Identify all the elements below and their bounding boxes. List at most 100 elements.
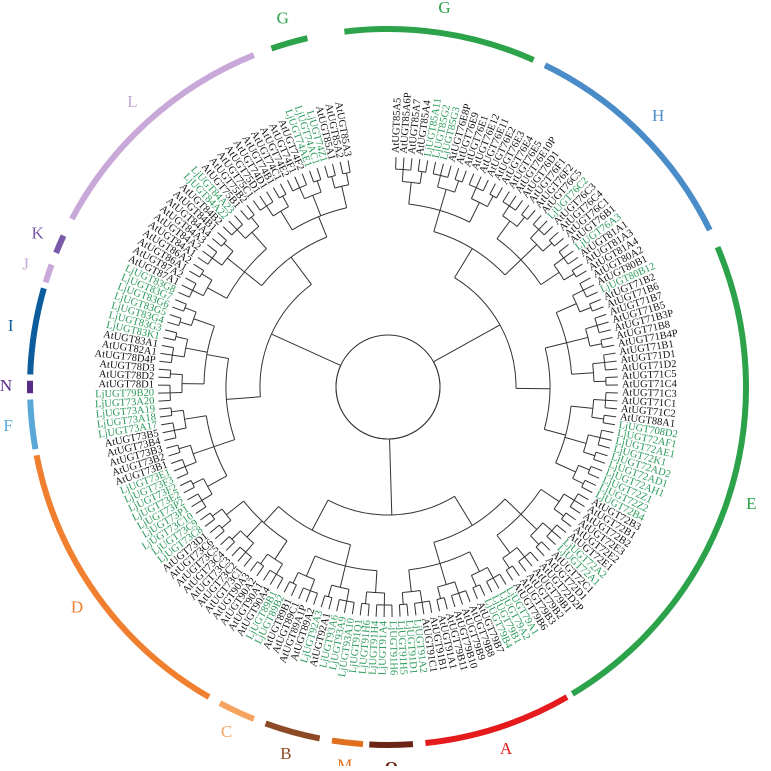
branch-arc-267	[258, 562, 264, 566]
branch-segment-106	[605, 361, 617, 362]
branch-segment-146	[390, 439, 392, 515]
branch-segment-84	[583, 285, 594, 290]
branch-segment-312	[177, 474, 188, 479]
branch-arc-0	[336, 362, 440, 439]
branch-segment-159	[554, 509, 564, 516]
branch-segment-389	[218, 232, 227, 240]
branch-segment-230	[376, 605, 377, 617]
branch-segment-180	[519, 562, 526, 572]
branch-segment-127	[588, 435, 600, 438]
branch-segment-22	[433, 162, 435, 174]
branch-arc-260	[268, 554, 283, 564]
branch-segment-73	[572, 264, 582, 270]
branch-arc-122	[603, 415, 604, 422]
branch-segment-388	[212, 238, 221, 246]
branch-segment-343	[186, 348, 208, 352]
branch-segment-17	[426, 160, 428, 172]
branch-segment-132	[583, 452, 594, 456]
branch-segment-59	[544, 227, 553, 235]
branch-arc-153	[554, 494, 564, 509]
branch-segment-419	[295, 177, 300, 188]
branch-segment-291	[271, 334, 340, 365]
branch-segment-46	[503, 192, 509, 202]
branch-segment-373	[182, 285, 193, 290]
branch-segment-399	[241, 210, 249, 219]
branch-segment-191	[500, 574, 506, 584]
branch-segment-408	[260, 196, 267, 206]
branch-segment-192	[493, 578, 499, 589]
branch-segment-239	[352, 602, 354, 614]
branch-segment-256	[284, 582, 289, 593]
branch-segment-323	[164, 438, 176, 441]
branch-segment-359	[170, 315, 181, 319]
branch-segment-169	[547, 536, 556, 544]
branch-segment-329	[159, 408, 171, 409]
branch-segment-179	[525, 557, 533, 566]
branch-arc-327	[171, 408, 172, 416]
branch-segment-181	[503, 558, 510, 568]
branch-segment-168	[552, 531, 561, 539]
branch-segment-105	[604, 353, 616, 355]
branch-segment-42	[497, 221, 510, 239]
branch-segment-40	[505, 260, 521, 275]
branch-arc-311	[182, 460, 188, 474]
branch-segment-237	[347, 589, 349, 601]
branch-segment-116	[594, 399, 606, 400]
branch-segment-53	[521, 245, 537, 260]
branch-segment-383	[198, 258, 208, 265]
branch-segment-368	[207, 288, 226, 299]
clade-arc-j	[46, 265, 52, 283]
branch-segment-28	[462, 171, 466, 182]
branch-segment-257	[264, 506, 279, 522]
clade-letter-e: E	[746, 494, 756, 513]
branch-segment-400	[247, 205, 254, 214]
branch-segment-285	[215, 531, 224, 539]
branch-segment-231	[365, 592, 366, 604]
branch-segment-136	[556, 463, 576, 472]
branch-segment-266	[261, 554, 268, 564]
clade-letter-f: F	[3, 416, 12, 435]
branch-arc-166	[547, 525, 557, 536]
branch-arc-415	[304, 192, 321, 199]
branch-segment-57	[533, 215, 541, 224]
branch-segment-233	[368, 604, 369, 616]
branch-segment-326	[171, 410, 183, 411]
branch-segment-350	[176, 337, 188, 340]
branch-segment-397	[251, 217, 259, 226]
branch-segment-295	[214, 440, 235, 447]
branch-segment-99	[601, 337, 613, 340]
branch-segment-409	[267, 192, 273, 202]
branch-segment-83	[580, 278, 591, 284]
branch-arc-199	[438, 582, 455, 587]
branch-segment-374	[185, 278, 196, 284]
branch-segment-372	[178, 292, 189, 297]
branch-segment-289	[205, 519, 215, 526]
branch-segment-152	[541, 489, 559, 501]
branch-segment-138	[579, 465, 590, 470]
branch-arc-45	[503, 202, 516, 210]
branch-arc-32	[469, 185, 483, 191]
branch-segment-390	[252, 232, 267, 249]
branch-segment-366	[244, 272, 261, 286]
branch-segment-68	[559, 244, 568, 251]
branch-segment-63	[554, 238, 563, 246]
clade-arc-m	[332, 741, 363, 745]
branch-segment-7	[409, 182, 411, 204]
branch-segment-173	[536, 547, 544, 556]
branch-segment-70	[568, 257, 578, 264]
branch-segment-44	[503, 206, 510, 216]
branch-segment-130	[600, 438, 612, 441]
clade-letter-m: M	[337, 755, 352, 766]
branch-segment-88	[590, 299, 601, 304]
clade-arc-f	[30, 399, 35, 449]
branch-segment-148	[455, 496, 473, 525]
branch-segment-16	[418, 159, 420, 171]
branch-segment-324	[163, 430, 175, 432]
clade-letter-g1: G	[438, 0, 450, 17]
clade-letter-h: H	[652, 106, 664, 125]
branch-arc-404	[273, 207, 288, 216]
branch-segment-79	[556, 304, 576, 313]
branch-segment-424	[317, 168, 321, 179]
branch-segment-134	[596, 452, 607, 456]
